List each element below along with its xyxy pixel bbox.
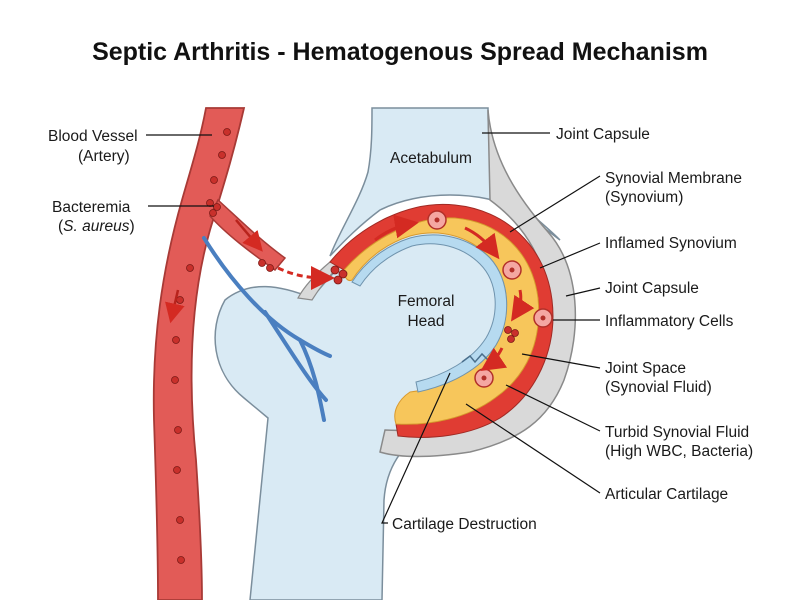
label-bacteremia: Bacteremia — [52, 199, 131, 216]
label-inflammatory-cells: Inflammatory Cells — [605, 313, 734, 330]
label-joint-capsule-top: Joint Capsule — [556, 126, 650, 143]
label-blood-vessel-sub: (Artery) — [78, 148, 130, 165]
label-turbid-fluid-sub: (High WBC, Bacteria) — [605, 443, 753, 460]
bacteria-entry-arrow — [277, 265, 335, 290]
label-joint-space: Joint Space — [605, 360, 686, 377]
label-acetabulum: Acetabulum — [390, 150, 472, 167]
infection-spread-arrows — [374, 214, 535, 371]
artery-vessel — [152, 107, 335, 600]
label-bacteremia-organism: (S. aureus) — [58, 218, 135, 235]
label-femoral-head: Femoral — [398, 293, 455, 310]
label-joint-space-sub: (Synovial Fluid) — [605, 379, 712, 396]
diagram-title: Septic Arthritis - Hematogenous Spread M… — [92, 38, 708, 66]
inflammatory-cell-clusters — [427, 210, 553, 388]
label-cartilage-destruction: Cartilage Destruction — [392, 516, 537, 533]
label-synovial-membrane: Synovial Membrane — [605, 170, 742, 187]
label-joint-capsule-right: Joint Capsule — [605, 280, 699, 297]
blood-cells — [171, 128, 274, 564]
leader-lines — [146, 132, 601, 524]
label-articular-cartilage: Articular Cartilage — [605, 486, 728, 503]
label-synovial-membrane-sub: (Synovium) — [605, 189, 683, 206]
diagram-labels: Blood Vessel (Artery) Bacteremia (S. aur… — [48, 126, 753, 533]
label-femoral-head-2: Head — [407, 313, 444, 330]
label-inflamed-synovium: Inflamed Synovium — [605, 235, 737, 252]
vein-vessel — [202, 236, 332, 422]
label-blood-vessel: Blood Vessel — [48, 128, 138, 145]
label-turbid-fluid: Turbid Synovial Fluid — [605, 424, 749, 441]
